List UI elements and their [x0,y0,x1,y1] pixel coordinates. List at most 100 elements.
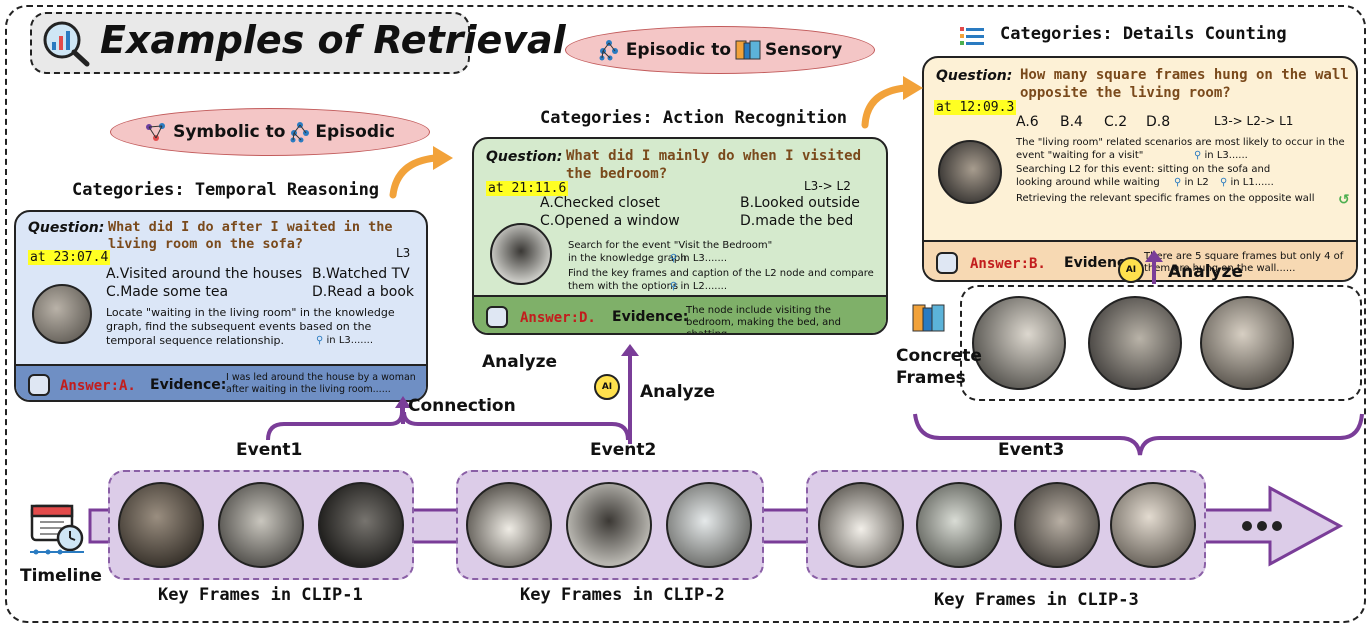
search-level: L1...... [1242,177,1274,188]
pill-text-episodic-to: Episodic to [625,40,732,60]
question-label: Question: [28,220,105,236]
search-note-1: ⚲ in L3....... [670,252,727,265]
pill-text-sensory: Sensory [765,40,843,60]
reasoning-text: Locate "waiting in the living room" in t… [106,306,395,347]
calendar-clock-icon [28,500,86,556]
film-frames-icon [735,39,761,61]
search-icon: ⚲ [1194,150,1202,161]
list-icon [960,26,984,46]
tree-icon [289,121,311,143]
clip-3-frame-3 [1014,482,1100,568]
search-note-2: ⚲ in L2....... [670,280,727,293]
clip-3-label: Key Frames in CLIP-3 [934,590,1139,610]
robot-icon [936,252,958,274]
orange-arrow-1 [389,146,453,199]
answer-footer: Answer:A. Evidence: I was led around the… [16,364,426,400]
answer-footer: Answer:D. Evidence: The node include vis… [474,295,886,333]
evidence-text: I was led around the house by a woman af… [226,372,416,395]
level-tag-l2: L2 [836,179,851,193]
option-b: B.Watched TV [312,266,410,282]
search-icon: ⚲ [670,253,678,264]
search-level: L3....... [692,253,728,264]
analytics-search-icon [40,18,92,68]
film-frames-icon [912,302,946,334]
concrete-frames-box [960,285,1362,401]
clip-2-frame-1 [466,482,552,568]
search-tag: in [680,281,690,292]
option-a: A.Checked closet [540,195,660,211]
option-b: B.Looked outside [740,195,860,211]
reasoning-text-1: Search for the event "Visit the Bedroom"… [568,240,773,264]
up-arrow-3 [1152,256,1156,284]
clip-2-frame-3 [666,482,752,568]
search-icon: ⚲ [316,335,324,346]
card-details-counting: Question: How many square frames hung on… [922,56,1358,282]
category-details-counting: Categories: Details Counting [1000,24,1287,44]
clip-3-frame-4 [1110,482,1196,568]
ai-bulb-icon: AI [1118,257,1144,283]
option-c: C.Made some tea [106,284,229,300]
evidence-label: Evidence: [150,377,227,393]
tree-icon [598,39,620,61]
level-tags: L3-> L2-> L1 [1214,114,1293,128]
option-d: D.8 [1146,114,1171,130]
level-tag: L3 [396,246,411,260]
search-level: L3...... [1216,150,1248,161]
option-a: A.6 [1016,114,1039,130]
question-text: What did I mainly do when I visited the … [566,148,862,182]
question-text: What did I do after I waited in the livi… [108,219,393,252]
search-icon: ⚲ [1219,177,1228,188]
question-label: Question: [936,68,1013,84]
title-box [30,12,470,74]
timeline-label: Timeline [20,566,102,586]
search-note-1: ⚲ in L3...... [1194,149,1248,162]
search-tag: in [1204,150,1214,161]
frame-photo [490,223,552,285]
graph-icon [145,121,167,143]
clip-1-frame-3 [318,482,404,568]
level-tag-l3: L3-> [1214,114,1243,128]
reasoning-text-3: Retrieving the relevant specific frames … [1016,193,1315,204]
search-icon: ⚲ [670,281,678,292]
category-temporal-reasoning: Categories: Temporal Reasoning [72,180,380,200]
search-note-2: ⚲ in L2 ⚲ in L1...... [1174,176,1274,189]
timestamp: at 12:09.3 [934,100,1017,115]
analyze-label-3: Analyze [1168,262,1244,282]
analyze-label-1: Analyze [482,352,558,372]
arrow-head-3 [1145,250,1163,262]
analyze-label-2: Analyze [640,382,716,402]
level-tag: L3-> L2 [804,179,851,193]
level-tag-l3: L3-> [804,179,833,193]
search-tag: in [326,335,336,346]
arrow-head-2 [621,344,639,356]
option-b: B.4 [1060,114,1083,130]
concrete-frames-label: Concrete Frames [896,346,982,388]
level-tag-l1: L1 [1279,114,1294,128]
connection-label: Connection [408,396,516,416]
question-label: Question: [486,149,563,165]
option-d: D.Read a book [312,284,415,300]
search-level: L3....... [338,335,374,346]
search-tag: in [1230,177,1240,188]
level-tag-l2: L2-> [1246,114,1276,128]
event2-label: Event2 [590,440,657,460]
answer-text: Answer:B. [970,256,1046,272]
question-text: How many square frames hung on the wall … [1020,67,1349,101]
timestamp: at 21:11.6 [486,181,569,196]
concrete-frame-3 [1200,296,1294,390]
reasoning-text-2: Find the key frames and caption of the L… [568,268,874,292]
search-tag: in [680,253,690,264]
answer-text: Answer:D. [520,310,596,326]
timestamp: at 23:07.4 [28,250,111,265]
option-a: A.Visited around the houses [106,266,303,282]
reasoning-text-1: The "living room" related scenarios are … [1016,137,1345,161]
concrete-frame-1 [972,296,1066,390]
robot-icon [28,374,50,396]
pill-text-episodic: Episodic [315,122,395,142]
option-d: D.made the bed [740,213,854,229]
option-c: C.Opened a window [540,213,680,229]
search-note: ⚲ in L3....... [316,334,373,347]
reasoning-text-2: Searching L2 for this event: sitting on … [1016,164,1271,188]
frame-photo [32,284,92,344]
